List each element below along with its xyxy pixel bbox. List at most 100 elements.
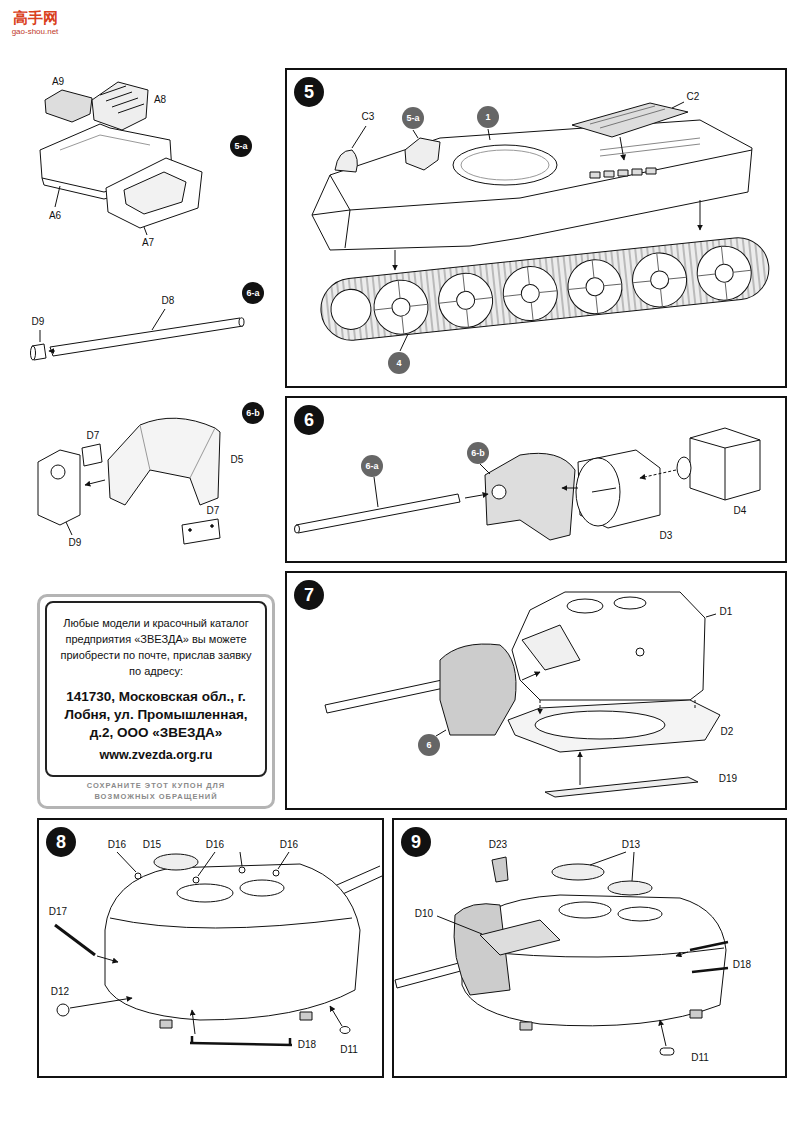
step-number: 8 (46, 827, 76, 857)
part-label: D12 (51, 986, 69, 998)
art-line (437, 916, 482, 934)
part-label: D19 (719, 773, 737, 785)
callout-number: 5-a (402, 107, 424, 129)
part-label: A6 (49, 210, 61, 222)
art-ellipse (618, 907, 662, 921)
callout-number: 6-b (467, 442, 489, 464)
part-label: D13 (622, 839, 640, 851)
coupon-frame: СОХРАНИТЕ ЭТОТ КУПОН ДЛЯ ВОЗМОЖНЫХ ОБРАЩ… (37, 594, 275, 809)
art-ellipse (535, 711, 665, 739)
part-label: D8 (162, 295, 175, 307)
substep-number: 6-a (242, 282, 264, 304)
part-label: D1 (720, 606, 733, 618)
art-path (124, 172, 186, 214)
art-ellipse (559, 902, 611, 918)
art-path (512, 592, 705, 700)
art-line (672, 102, 684, 108)
art-circle (273, 870, 279, 876)
art-ellipse (31, 346, 36, 360)
art-line (700, 200, 701, 230)
art-line (540, 700, 541, 714)
art-circle (193, 877, 199, 883)
step-panel: 9 (392, 818, 787, 1078)
part-label: C3 (362, 111, 375, 123)
art-line (592, 488, 616, 492)
art-path (92, 82, 148, 130)
art-line (400, 334, 408, 351)
art-path (600, 138, 700, 156)
part-label: A7 (142, 237, 154, 249)
watermark: 高手网 (13, 9, 58, 26)
art-line (562, 488, 578, 489)
part-label: D16 (206, 839, 224, 851)
art-path (325, 680, 444, 713)
part-label: D15 (143, 839, 161, 851)
art-path (522, 625, 580, 670)
art-line (144, 227, 147, 235)
step-number: 7 (294, 580, 324, 610)
art-line (352, 126, 366, 148)
art-circle (650, 270, 670, 290)
art-line (40, 330, 41, 342)
art-path (108, 418, 220, 505)
art-path (82, 444, 102, 466)
art-circle (371, 277, 430, 336)
art-line (97, 956, 118, 962)
art-line (374, 477, 378, 507)
art-line (278, 852, 289, 869)
art-ellipse (340, 1027, 350, 1034)
art-path (106, 158, 202, 228)
step-panel: 5 (285, 68, 787, 388)
art-circle (714, 263, 734, 283)
art-circle (51, 465, 65, 479)
art-path (690, 438, 760, 500)
art-path (50, 318, 243, 356)
art-path (440, 644, 516, 735)
art-ellipse (608, 881, 652, 895)
art-circle (630, 250, 689, 309)
part-label: D10 (415, 908, 433, 920)
art-path (545, 777, 698, 797)
part-label: A9 (52, 76, 64, 88)
art-path (38, 450, 80, 525)
art-circle (585, 277, 605, 297)
art-line (198, 852, 215, 876)
art-ellipse (576, 458, 620, 526)
art-path (480, 920, 560, 955)
part-label: D18 (733, 959, 751, 971)
parts-art (31, 82, 772, 1055)
art-path (405, 138, 440, 170)
art-line (240, 852, 242, 866)
art-circle (565, 257, 624, 316)
art-path (45, 90, 92, 122)
art-path (140, 425, 215, 478)
art-path (485, 453, 575, 540)
part-label: D18 (298, 1039, 316, 1051)
callout-number: 6 (418, 734, 440, 756)
art-ellipse (567, 599, 603, 613)
art-circle (189, 529, 192, 532)
art-line (70, 998, 132, 1008)
step-number: 9 (401, 827, 431, 857)
art-path (296, 494, 460, 533)
art-path (105, 864, 360, 1020)
art-ellipse (552, 864, 604, 880)
step-number: 5 (294, 77, 324, 107)
part-label: D7 (207, 505, 220, 517)
art-circle (456, 290, 476, 310)
part-label: D11 (691, 1052, 709, 1064)
art-path (335, 150, 357, 172)
art-line (480, 464, 490, 474)
part-label: D2 (721, 726, 734, 738)
art-path (60, 135, 150, 150)
art-line (55, 186, 60, 207)
art-line (620, 137, 624, 160)
step-panel: 7 (285, 571, 787, 810)
part-label: D4 (734, 505, 747, 517)
part-label: D9 (69, 537, 82, 549)
art-line (465, 494, 488, 498)
art-line (49, 351, 55, 352)
step-panel: 6 (285, 396, 787, 563)
art-g (318, 235, 772, 344)
art-line (488, 129, 490, 140)
